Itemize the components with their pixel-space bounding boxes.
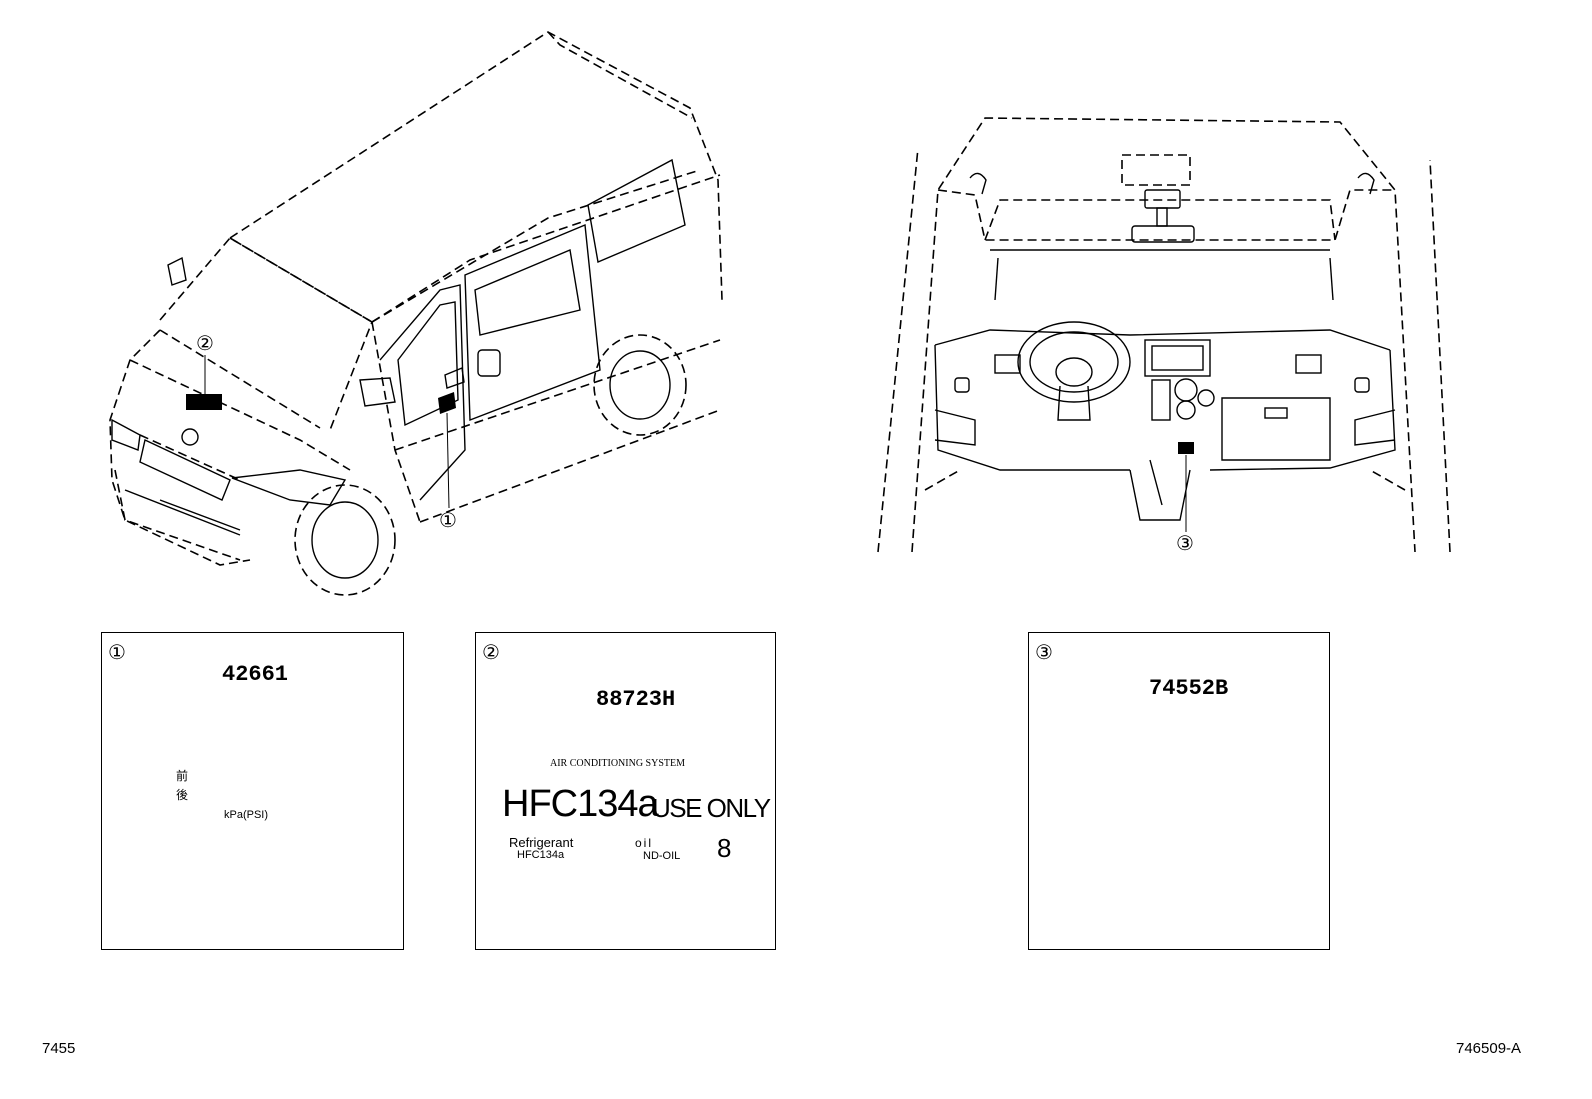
interior-dashboard-illustration	[877, 117, 1451, 553]
panel-1-part-number: 42661	[222, 662, 289, 687]
ac-refrigerant-value: HFC134a	[517, 849, 565, 861]
placard-rear-kanji: 後	[176, 788, 189, 802]
callout-2-van: ②	[196, 333, 214, 355]
label-2-location-mark	[186, 394, 222, 410]
detail-panel-3	[1028, 632, 1330, 950]
ac-oil-value: ND-OIL	[643, 850, 681, 862]
panel-3-index: ③	[1035, 642, 1053, 664]
ac-system-title: AIR CONDITIONING SYSTEM	[550, 758, 685, 769]
ac-refrigerant-big: HFC134a	[502, 783, 659, 825]
placard-front-kanji: 前	[176, 769, 189, 783]
ac-oil-amount: 8	[717, 833, 732, 863]
panel-1-index: ①	[108, 642, 126, 664]
label-3-location-mark	[1178, 442, 1194, 454]
panel-2-part-number: 88723H	[596, 687, 676, 712]
ac-refrigerant-label: Refrigerant	[509, 835, 574, 850]
callout-3-interior: ③	[1176, 533, 1194, 555]
van-exterior-illustration	[109, 31, 723, 596]
panel-2-index: ②	[482, 642, 500, 664]
ac-oil-label: oil	[635, 836, 654, 850]
ac-use-only: USE ONLY	[652, 793, 771, 823]
label-1-location-mark	[438, 392, 456, 414]
placard-unit-text: kPa(PSI)	[224, 809, 269, 821]
footer-right-code: 746509-A	[1456, 1040, 1522, 1057]
detail-panel-2	[475, 632, 776, 950]
detail-panel-1	[101, 632, 404, 950]
footer-left-code: 7455	[42, 1040, 76, 1057]
panel-3-part-number: 74552B	[1149, 676, 1229, 701]
callout-1-van: ①	[439, 510, 457, 532]
